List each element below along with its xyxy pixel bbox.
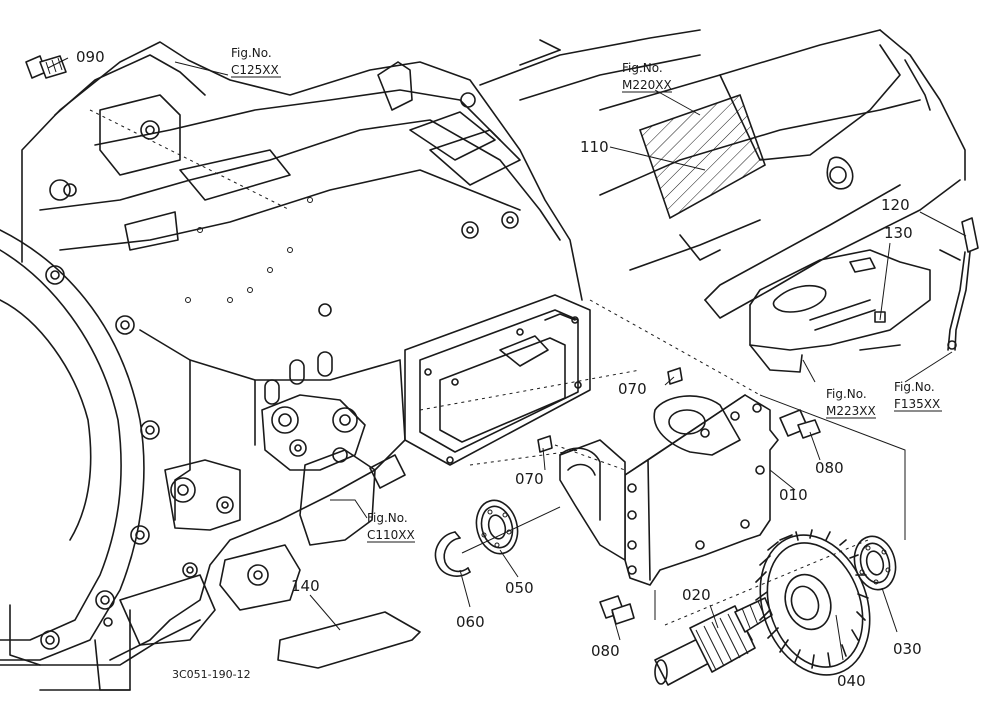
label-040: 040: [837, 672, 866, 690]
fig-ref-m223-prefix: Fig.No.: [826, 387, 867, 401]
part-120-lever: [947, 217, 979, 351]
part-050-bearing: [475, 499, 519, 555]
part-060-snap-ring: [434, 531, 471, 577]
fig-ref-c125-prefix: Fig.No.: [231, 46, 272, 60]
platform-frame: [479, 29, 966, 319]
part-140-sheet: [277, 611, 421, 669]
label-140: 140: [291, 577, 320, 595]
assembly-lines: [89, 109, 906, 626]
step-cover: [749, 249, 931, 373]
part-010-cover: [559, 394, 779, 586]
transmission-case: [0, 41, 583, 691]
fig-ref-c125-code: C125XX: [231, 63, 279, 77]
label-050: 050: [505, 579, 534, 597]
fig-ref-c110-code: C110XX: [367, 528, 415, 542]
part-020-gear-shaft: [654, 597, 773, 686]
label-010: 010: [779, 486, 808, 504]
label-030: 030: [893, 640, 922, 658]
pto-housing-opening: [404, 294, 591, 466]
label-120: 120: [881, 196, 910, 214]
fig-ref-m220-prefix: Fig.No.: [622, 61, 663, 75]
part-090-bolt: [25, 55, 67, 79]
part-080-bolts: [599, 409, 821, 625]
label-070-upper: 070: [618, 380, 647, 398]
label-080-lower: 080: [591, 642, 620, 660]
label-130: 130: [884, 224, 913, 242]
fig-ref-c110-prefix: Fig.No.: [367, 511, 408, 525]
part-number-labels: 090 110 120 130 070 070 080 010 060 050 …: [76, 48, 922, 690]
label-110: 110: [580, 138, 609, 156]
part-040-gear: [755, 529, 871, 676]
part-110-mat: [638, 93, 766, 220]
label-060: 060: [456, 613, 485, 631]
drawing-code: 3C051-190-12: [172, 668, 251, 681]
fig-ref-f135-prefix: Fig.No.: [894, 380, 935, 394]
label-020: 020: [682, 586, 711, 604]
figure-references: Fig.No. C125XX Fig.No. M220XX Fig.No. C1…: [231, 46, 942, 543]
label-080-upper: 080: [815, 459, 844, 477]
label-070-lower: 070: [515, 470, 544, 488]
part-070-pins: [537, 367, 683, 453]
part-030-bearing: [853, 535, 897, 591]
fig-ref-m223-code: M223XX: [826, 404, 876, 418]
label-090: 090: [76, 48, 105, 66]
leader-lines: [47, 57, 967, 661]
fig-ref-f135-code: F135XX: [894, 397, 940, 411]
fig-ref-m220-code: M220XX: [622, 78, 672, 92]
